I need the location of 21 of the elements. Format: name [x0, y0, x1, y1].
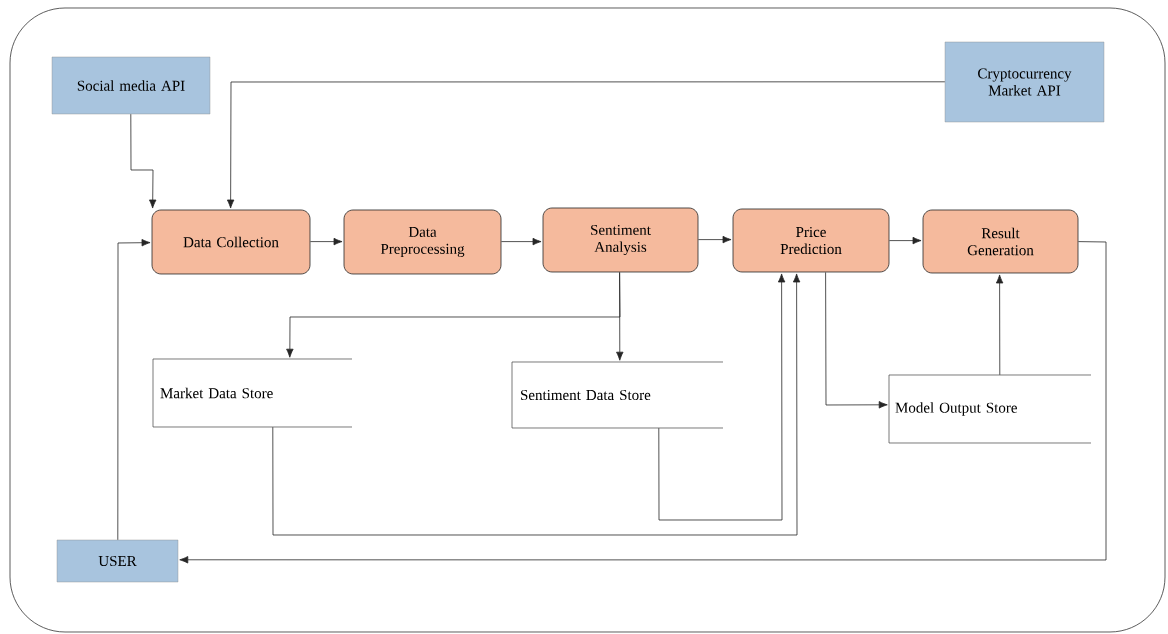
arrow	[179, 241, 1107, 564]
source-box: USER	[56, 539, 179, 583]
process-box: Sentiment Analysis	[542, 207, 699, 273]
arrow	[272, 273, 801, 536]
arrow	[825, 272, 888, 409]
source-box: Cryptocurrency Market API	[944, 41, 1105, 123]
arrow	[658, 273, 786, 521]
arrow	[889, 236, 922, 245]
process-box: Price Prediction	[732, 208, 890, 273]
source-box: Social media API	[51, 56, 211, 115]
process-box: Data Collection	[151, 209, 311, 275]
process-box: Result Generation	[922, 209, 1079, 274]
process-box: Data Preprocessing	[343, 209, 502, 275]
arrow	[226, 81, 946, 209]
arrow	[501, 237, 542, 246]
arrow	[310, 237, 343, 246]
arrow	[117, 239, 151, 541]
arrow	[698, 235, 732, 244]
arrow	[616, 272, 624, 361]
arrow	[995, 274, 1004, 376]
arrow	[130, 113, 157, 209]
